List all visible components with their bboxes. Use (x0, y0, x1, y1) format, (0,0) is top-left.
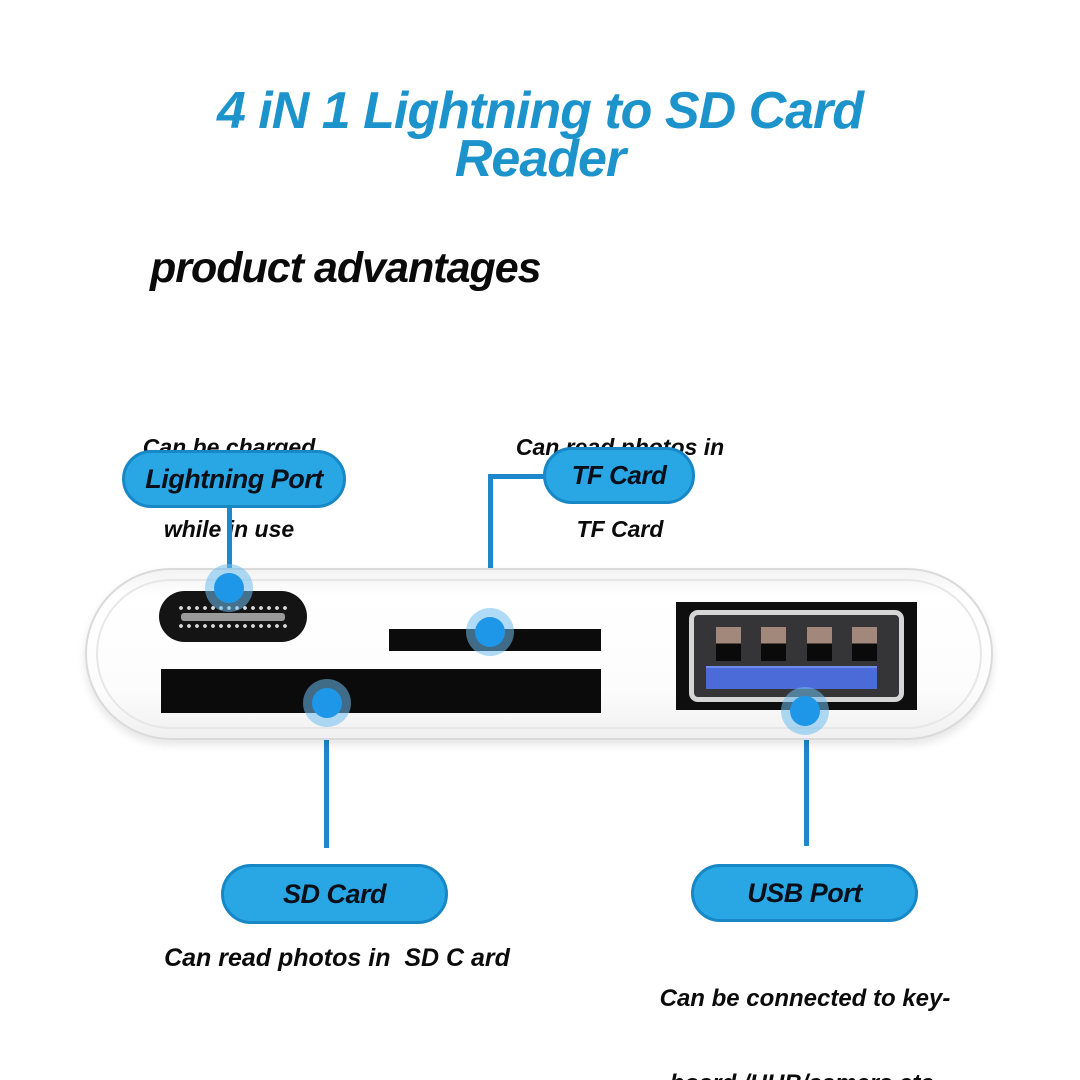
sd-card-slot (161, 669, 601, 713)
lightning-port-pins-bottom (178, 622, 288, 629)
sd-connector-dot (312, 688, 342, 718)
sd-card-label-text: SD Card (282, 878, 387, 909)
usb-port-tongue (706, 666, 877, 689)
tf-connector-line-vertical (488, 474, 493, 626)
sd-connector-line (324, 714, 329, 848)
page-title-line1: 4 iN 1 Lightning to SD Card (216, 82, 864, 140)
section-heading: product advantages (150, 244, 542, 292)
usb-pin (851, 627, 877, 661)
lightning-connector-line (227, 508, 232, 580)
usb-port-note: Can be connected to key- board /HUB/came… (630, 928, 980, 1080)
sd-card-note: Can read photos in SD C ard (164, 944, 510, 972)
usb-connector-line (804, 718, 809, 846)
usb-pin (761, 627, 787, 661)
lightning-port-label: Lightning Port (122, 450, 346, 508)
usb-port-pins (716, 627, 877, 661)
tf-card-note-line2: TF Card (576, 515, 664, 542)
usb-port-note-line2: board /HUB/camera,etc. (630, 1070, 980, 1080)
tf-card-label-text: TF Card (571, 460, 667, 490)
usb-port-note-line1: Can be connected to key- (659, 984, 951, 1012)
tf-connector-dot (475, 617, 505, 647)
usb-connector-dot (790, 696, 820, 726)
lightning-port-pin-bar (181, 612, 285, 621)
usb-pin (716, 627, 741, 661)
tf-card-label: TF Card (543, 447, 695, 504)
page-title: 4 iN 1 Lightning to SD Card Reader (0, 82, 1080, 188)
lightning-connector-dot (214, 573, 244, 603)
lightning-port-note-line2: while in use (163, 515, 295, 542)
lightning-port-pins-top (178, 604, 288, 611)
usb-port-label: USB Port (691, 864, 918, 922)
sd-card-label: SD Card (221, 864, 448, 924)
usb-pin (806, 627, 832, 661)
usb-port-label-text: USB Port (747, 877, 862, 908)
lightning-port-label-text: Lightning Port (145, 463, 323, 494)
lightning-port (159, 591, 307, 642)
usb-port (676, 602, 917, 710)
usb-port-cavity (689, 610, 904, 702)
lightning-port-note: Can be charged while in use (79, 380, 379, 597)
page-title-line2: Reader (454, 129, 626, 188)
tf-connector-line-horizontal (488, 474, 545, 479)
